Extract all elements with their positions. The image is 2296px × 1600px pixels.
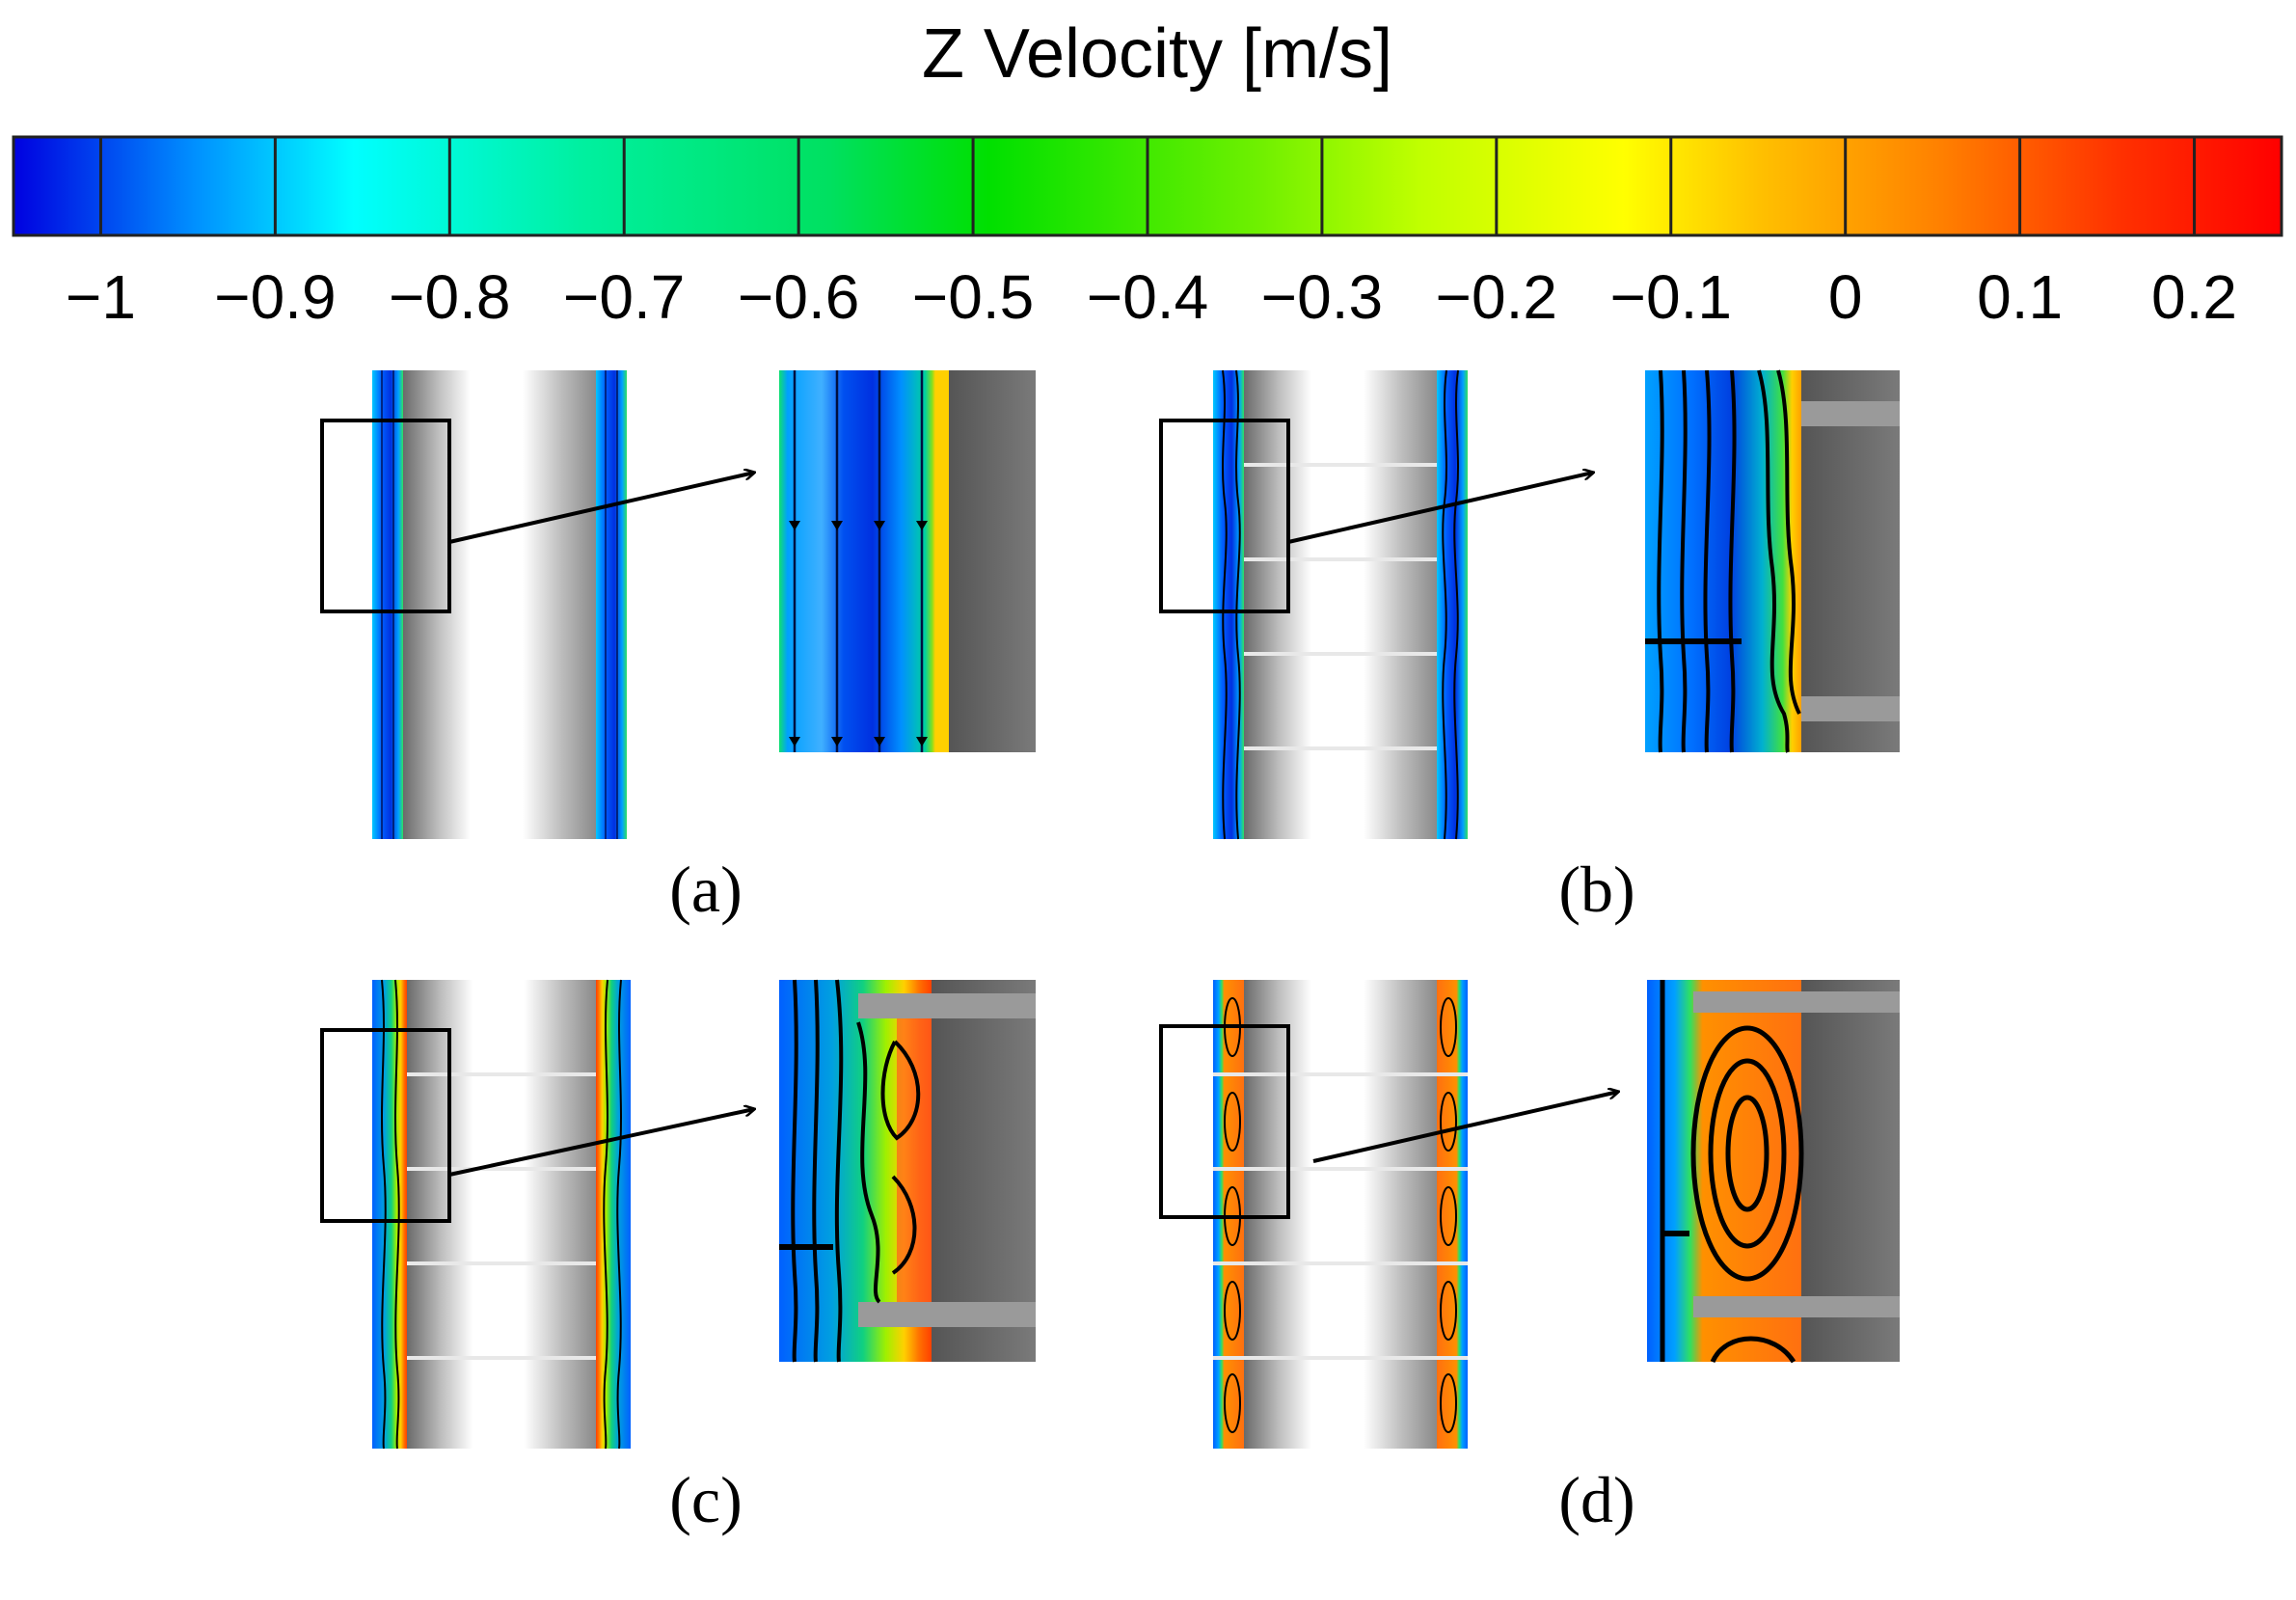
zoom-arrow [448,1109,754,1177]
pipe-core [1244,980,1437,1449]
baffle [1801,401,1900,426]
panel-b-overview [1213,369,1468,840]
colorbar-tick-label: −0.4 [1087,262,1208,332]
panel-label-d: (d) [1558,1463,1634,1536]
annulus-right [596,370,627,839]
baffle [1693,991,1900,1013]
baffle [1801,696,1900,721]
colorbar-tick-label: −0.2 [1436,262,1557,332]
panel-b: (b) [1159,369,1900,926]
pipe-core [403,370,596,839]
colorbar: Z Velocity [m/s] −1−0.9−0.8−0.7−0.6−0.5−… [12,15,2283,332]
colorbar-tick-label: 0.2 [2151,262,2237,332]
panel-label-c: (c) [669,1463,742,1536]
panel-c-overview [372,979,631,1450]
colorbar-tick-label: −0.5 [912,262,1034,332]
panel-label-b: (b) [1558,853,1634,926]
panel-a-overview [372,370,627,839]
panel-d: (d) [1159,980,1900,1536]
zoom-region-box [1159,1024,1290,1219]
zoom-region-box [320,419,451,613]
annulus-right [596,980,631,1449]
panel-d-zoom [1647,980,1900,1364]
panel-b-zoom [1645,369,1900,753]
annulus-left [1213,980,1244,1449]
annulus-right [1437,980,1468,1449]
panel-d-overview [1213,980,1468,1449]
pipe-wall [1801,370,1900,752]
colorbar-tick-label: −0.9 [214,262,336,332]
zoom-region-box [320,1028,451,1223]
zoom-arrow [448,473,754,544]
colorbar-tick-label: −0.7 [563,262,685,332]
panel-label-a: (a) [669,853,742,926]
colorbar-ticks [98,137,2197,235]
annulus-right [1437,370,1468,839]
colorbar-tick-label: −0.8 [389,262,510,332]
panel-a-zoom [779,370,1036,752]
pipe-core [407,980,596,1449]
colorbar-tick-labels: −1 −0.9 −0.8 −0.7 −0.6 −0.5 −0.4 −0.3 −0.2 −0.1 0 0… [66,262,2237,332]
colorbar-tick-label: −0.6 [738,262,859,332]
colorbar-tick-label: −0.1 [1610,262,1732,332]
baffle [858,993,1036,1018]
colorbar-tick-label: −0.3 [1261,262,1383,332]
pipe-wall [932,980,1036,1362]
pipe-core [1244,370,1437,839]
colorbar-tick-label: 0.1 [1977,262,2063,332]
colorbar-title: Z Velocity [m/s] [922,15,1392,93]
pipe-wall [949,370,1036,752]
zoom-arrow [1312,1092,1618,1163]
panel-c: (c) [320,979,1036,1536]
colorbar-tick-label: −1 [66,262,136,332]
panel-c-zoom [779,979,1036,1363]
annulus-left [372,980,407,1449]
annulus-left [372,370,403,839]
baffle [858,1302,1036,1327]
zoom-arrow [1287,473,1593,544]
annulus-left [1213,370,1244,839]
colorbar-tick-label: 0 [1828,262,1863,332]
baffle [1693,1296,1900,1317]
panel-a: (a) [320,370,1036,926]
zoom-region-box [1159,419,1290,613]
